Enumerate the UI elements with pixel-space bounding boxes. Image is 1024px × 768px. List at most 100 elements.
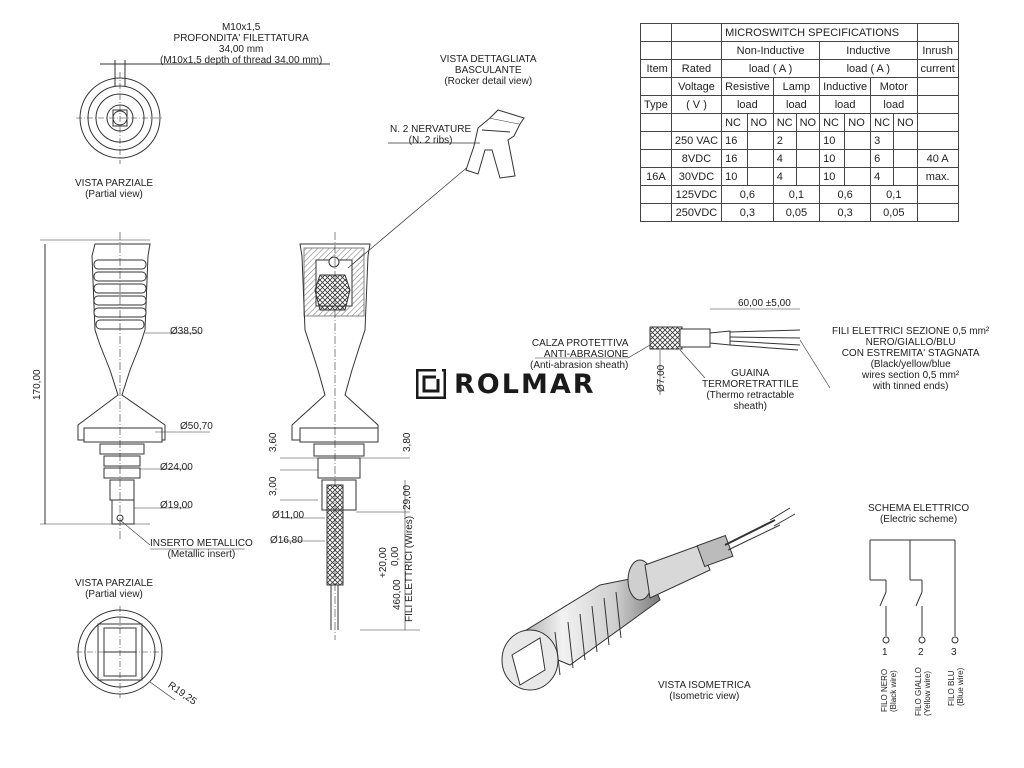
- row3-type: 16A: [640, 167, 672, 186]
- row1-res-nc: 16: [721, 131, 748, 150]
- thread-note: M10x1,5 PROFONDITA' FILETTATURA 34,00 mm…: [160, 22, 322, 66]
- header-inductive2: Inductive: [819, 77, 872, 96]
- header-resistive: Resistive: [721, 77, 774, 96]
- dim-d6: Ø16,80: [270, 535, 303, 546]
- scheme-label: SCHEMA ELETTRICO (Electric scheme): [868, 503, 969, 525]
- row5-res: 0,3: [721, 203, 774, 222]
- metal-insert-text: INSERTO METALLICO: [150, 538, 253, 549]
- scheme-wire-3-en: (Blue wire): [956, 667, 965, 706]
- metal-insert-label: INSERTO METALLICO (Metallic insert): [150, 538, 253, 560]
- thread-note-line2: PROFONDITA' FILETTATURA: [173, 33, 309, 44]
- header-rated: Rated: [670, 59, 723, 78]
- row2-lamp-nc: 4: [772, 149, 797, 168]
- electric-scheme-drawing: [869, 539, 959, 644]
- scheme-wire-3-it: FILO BLU: [947, 670, 956, 706]
- header-load4: load: [870, 95, 918, 114]
- table-title: MICROSWITCH SPECIFICATIONS: [721, 23, 918, 42]
- partial-view-top-label: VISTA PARZIALE (Partial view): [75, 178, 153, 200]
- sheath-label: CALZA PROTETTIVA ANTI-ABRASIONE (Anti-ab…: [530, 338, 628, 371]
- partial-view-bottom-drawing: [76, 606, 176, 701]
- dim-cable-dia: Ø7,00: [656, 364, 667, 392]
- row5-lamp: 0,05: [772, 203, 821, 222]
- isometric-subtitle: (Isometric view): [669, 691, 740, 702]
- scheme-terminal-1: 1: [882, 647, 888, 658]
- rocker-detail-label: VISTA DETTAGLIATA BASCULANTE (Rocker det…: [440, 54, 537, 87]
- wires-note-l4: (Black/yellow/blue: [870, 359, 951, 370]
- rocker-detail-subtitle: (Rocker detail view): [444, 76, 533, 87]
- row3-inrush: max.: [916, 167, 959, 186]
- scheme-wire-2: FILO GIALLO (Yellow wire): [914, 667, 932, 716]
- cable-detail-drawing: [535, 308, 831, 395]
- dim-h4: 29,00: [402, 484, 413, 510]
- dim-h2: 3,00: [268, 476, 279, 496]
- header-v: ( V ): [670, 95, 723, 114]
- ribs-label-sub: (N. 2 ribs): [408, 135, 453, 146]
- header-motor: Motor: [870, 77, 918, 96]
- metal-insert-sub: (Metallic insert): [167, 549, 236, 560]
- row1-voltage: 250 VAC: [670, 131, 723, 150]
- scheme-terminal-2: 2: [918, 647, 924, 658]
- header-voltage: Voltage: [670, 77, 723, 96]
- header-nc: NC: [721, 113, 748, 132]
- header-no: NO: [844, 113, 872, 132]
- header-load2: load: [772, 95, 821, 114]
- header-nc: NC: [819, 113, 846, 132]
- brand-mark-icon: [416, 369, 446, 399]
- row4-lamp: 0,1: [772, 185, 821, 204]
- row4-voltage: 125VDC: [670, 185, 723, 204]
- row5-voltage: 250VDC: [670, 203, 723, 222]
- row1-lamp-nc: 2: [772, 131, 797, 150]
- row5-mot: 0,05: [870, 203, 918, 222]
- scheme-subtitle: (Electric scheme): [879, 514, 958, 525]
- microswitch-spec-table: MICROSWITCH SPECIFICATIONS Non-Inductive…: [640, 23, 959, 222]
- partial-view-bottom-title: VISTA PARZIALE: [75, 578, 153, 589]
- row4-ind: 0,6: [819, 185, 872, 204]
- table-row: 8VDC 16 4 10 6 40 A: [640, 149, 959, 168]
- dim-d2: Ø50,70: [180, 421, 213, 432]
- header-no: NO: [893, 113, 918, 132]
- row4-mot: 0,1: [870, 185, 918, 204]
- brand-logo: ROLMAR: [416, 368, 596, 400]
- header-type: Type: [640, 95, 672, 114]
- header-item: Item: [640, 59, 672, 78]
- header-inductive: Inductive: [819, 41, 918, 60]
- thread-note-line3: 34,00 mm: [218, 44, 264, 55]
- partial-view-top-title: VISTA PARZIALE: [75, 178, 153, 189]
- section-view-drawing: [280, 164, 471, 640]
- header-non-inductive: Non-Inductive: [721, 41, 821, 60]
- dim-h1: 3,60: [268, 432, 279, 452]
- header-load-a1: load ( A ): [721, 59, 821, 78]
- scheme-title: SCHEMA ELETTRICO: [868, 503, 970, 514]
- table-row: 125VDC 0,6 0,1 0,6 0,1: [640, 185, 959, 204]
- header-lamp: Lamp: [772, 77, 821, 96]
- heat-sheath-sub: (Thermo retractable: [706, 390, 795, 401]
- thread-note-line4: (M10x1,5 depth of thread 34,00 mm): [160, 55, 323, 66]
- partial-view-top-drawing: [76, 60, 330, 164]
- ribs-label: N. 2 NERVATURE (N. 2 ribs): [390, 124, 471, 146]
- wires-note-l2: NERO/GIALLO/BLU: [865, 337, 956, 348]
- header-nc: NC: [772, 113, 797, 132]
- row3-lamp-nc: 4: [772, 167, 797, 186]
- wires-note: FILI ELETTRICI SEZIONE 0,5 mm² NERO/GIAL…: [832, 326, 989, 392]
- partial-view-bottom-label: VISTA PARZIALE (Partial view): [75, 578, 153, 600]
- row3-res-nc: 10: [721, 167, 748, 186]
- header-inrush: Inrush: [916, 41, 959, 60]
- dim-cable-length: 60,00 ±5,00: [738, 298, 791, 309]
- isometric-label: VISTA ISOMETRICA (Isometric view): [658, 680, 751, 702]
- header-no: NO: [795, 113, 821, 132]
- dim-d5: Ø11,00: [272, 510, 305, 521]
- rocker-detail-drawing: [388, 109, 525, 179]
- wires-note-l3: CON ESTREMITA' STAGNATA: [841, 348, 980, 359]
- header-load-a2: load ( A ): [819, 59, 918, 78]
- heat-sheath-text: GUAINA: [731, 368, 770, 379]
- isometric-title: VISTA ISOMETRICA: [658, 680, 751, 691]
- scheme-wire-2-en: (Yellow wire): [923, 670, 932, 716]
- row5-ind: 0,3: [819, 203, 872, 222]
- row1-ind-nc: 10: [819, 131, 846, 150]
- scheme-wire-3: FILO BLU (Blue wire): [947, 668, 965, 706]
- dim-wire-tol-minus: 0,00: [390, 546, 401, 566]
- row2-res-nc: 16: [721, 149, 748, 168]
- scheme-wire-1: FILO NERO (Black wire): [880, 669, 898, 712]
- table-row: 250 VAC 16 2 10 3: [640, 131, 959, 150]
